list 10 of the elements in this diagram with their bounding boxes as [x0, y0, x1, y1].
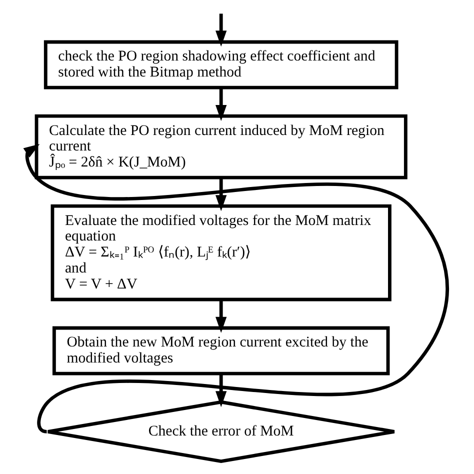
node-box: Obtain the new MoM region current excited by the modified voltages [52, 326, 390, 376]
node-box: Evaluate the modified voltages for the MoM matrix equation ΔV = Σₖ₌₁ᴾ Iₖᴾᴼ ⟨fₙ(r), Lⱼᴱ fₖ(r′)⟩ and V = V + ΔV [50, 204, 392, 302]
node-box: check the PO region shadowing effect coefficient and stored with the Bitmap method [44, 40, 398, 90]
arrow [216, 178, 227, 212]
arrow [216, 14, 227, 47]
arrow [216, 374, 227, 408]
node-box: Calculate the PO region current induced by MoM region current Ĵₚₒ = 2δn̂ × K(J_MoM) [34, 114, 408, 180]
arrow [216, 88, 227, 122]
arrow [216, 300, 227, 333]
node-diamond: Check the error of MoM [46, 400, 396, 464]
